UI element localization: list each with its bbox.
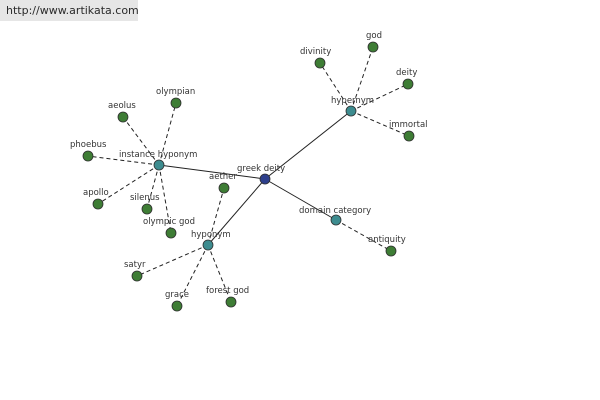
node-label-hypernym: hypernym — [331, 96, 374, 106]
node-circle-greek-deity[interactable] — [259, 173, 271, 185]
node-domain-category[interactable]: domain category — [299, 206, 371, 226]
node-circle-forest-god[interactable] — [225, 296, 237, 308]
edge-instance-hyponym-to-apollo — [97, 164, 160, 205]
node-phoebus[interactable]: phoebus — [70, 140, 107, 162]
node-label-immortal: immortal — [389, 120, 428, 130]
node-divinity[interactable]: divinity — [300, 47, 331, 69]
node-greek-deity[interactable]: greek deity — [237, 164, 285, 185]
node-label-god: god — [366, 31, 382, 41]
edge-instance-hyponym-to-olympian — [158, 102, 177, 166]
node-circle-olympian[interactable] — [170, 97, 182, 109]
edge-hypernym-to-deity — [350, 83, 409, 112]
node-circle-aether[interactable] — [218, 182, 230, 194]
edge-hypernym-to-god — [350, 46, 374, 112]
node-aether[interactable]: aether — [209, 172, 237, 194]
node-circle-grace[interactable] — [171, 300, 183, 312]
node-circle-divinity[interactable] — [314, 57, 326, 69]
edge-instance-hyponym-to-aeolus — [122, 116, 160, 166]
edge-greek-deity-to-domain-category — [264, 178, 337, 221]
node-label-apollo: apollo — [83, 188, 109, 198]
node-label-forest-god: forest god — [206, 286, 249, 296]
node-olympic-god[interactable]: olympic god — [143, 217, 195, 239]
node-forest-god[interactable]: forest god — [206, 286, 249, 308]
node-hyponym[interactable]: hyponym — [191, 230, 231, 251]
node-instance-hyponym[interactable]: instance hyponym — [119, 150, 197, 171]
node-label-domain-category: domain category — [299, 206, 371, 216]
node-olympian[interactable]: olympian — [156, 87, 195, 109]
watermark-url-text: http://www.artikata.com — [6, 4, 139, 17]
node-label-olympian: olympian — [156, 87, 195, 97]
node-apollo[interactable]: apollo — [83, 188, 109, 210]
node-circle-satyr[interactable] — [131, 270, 143, 282]
edge-instance-hyponym-to-silenus — [146, 164, 160, 210]
node-circle-silenus[interactable] — [141, 203, 153, 215]
node-label-divinity: divinity — [300, 47, 331, 57]
node-circle-hypernym[interactable] — [345, 105, 357, 117]
edge-hyponym-to-satyr — [136, 244, 209, 277]
node-circle-deity[interactable] — [402, 78, 414, 90]
node-label-grace: grace — [165, 290, 189, 300]
edge-hypernym-to-divinity — [319, 62, 352, 112]
node-label-hyponym: hyponym — [191, 230, 231, 240]
node-circle-hyponym[interactable] — [202, 239, 214, 251]
node-label-greek-deity: greek deity — [237, 164, 285, 174]
edge-instance-hyponym-to-olympic-god — [158, 164, 172, 234]
edge-hyponym-to-aether — [207, 187, 225, 246]
node-immortal[interactable]: immortal — [389, 120, 428, 142]
node-label-antiquity: antiquity — [368, 235, 406, 245]
node-silenus[interactable]: silenus — [130, 193, 160, 215]
node-deity[interactable]: deity — [396, 68, 417, 90]
node-label-aether: aether — [209, 172, 237, 182]
node-label-silenus: silenus — [130, 193, 160, 203]
node-circle-aeolus[interactable] — [117, 111, 129, 123]
node-circle-domain-category[interactable] — [330, 214, 342, 226]
node-label-satyr: satyr — [124, 260, 146, 270]
node-hypernym[interactable]: hypernym — [331, 96, 374, 117]
node-aeolus[interactable]: aeolus — [108, 101, 136, 123]
node-label-olympic-god: olympic god — [143, 217, 195, 227]
edge-hyponym-to-forest-god — [207, 244, 232, 303]
node-label-instance-hyponym: instance hyponym — [119, 150, 197, 160]
node-antiquity[interactable]: antiquity — [368, 235, 406, 257]
edge-greek-deity-to-hypernym — [264, 110, 352, 180]
node-grace[interactable]: grace — [165, 290, 189, 312]
node-circle-immortal[interactable] — [403, 130, 415, 142]
node-circle-phoebus[interactable] — [82, 150, 94, 162]
node-label-deity: deity — [396, 68, 417, 78]
edge-hypernym-to-immortal — [350, 110, 410, 137]
node-circle-apollo[interactable] — [92, 198, 104, 210]
edge-hyponym-to-grace — [176, 244, 209, 307]
node-satyr[interactable]: satyr — [124, 260, 146, 282]
edge-greek-deity-to-hyponym — [207, 178, 266, 246]
edge-instance-hyponym-to-phoebus — [87, 155, 160, 166]
edge-domain-category-to-antiquity — [335, 219, 392, 252]
url-watermark: http://www.artikata.com — [0, 0, 139, 21]
edge-greek-deity-to-instance-hyponym — [158, 164, 266, 180]
node-label-phoebus: phoebus — [70, 140, 107, 150]
node-label-aeolus: aeolus — [108, 101, 136, 111]
nodes-layer: greek deity hypernym instance hyponym hypon… — [70, 31, 428, 312]
node-circle-instance-hyponym[interactable] — [153, 159, 165, 171]
node-god[interactable]: god — [366, 31, 382, 53]
edges-layer — [87, 46, 410, 307]
node-circle-god[interactable] — [367, 41, 379, 53]
node-circle-antiquity[interactable] — [385, 245, 397, 257]
node-circle-olympic-god[interactable] — [165, 227, 177, 239]
